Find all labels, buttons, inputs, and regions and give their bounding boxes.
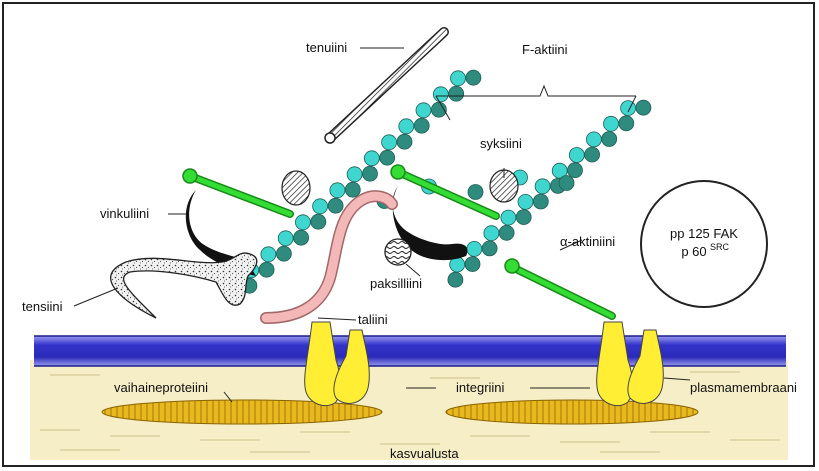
actin-bead xyxy=(464,256,481,273)
actin-bead xyxy=(327,197,344,214)
actin-bead xyxy=(558,175,575,191)
actin-bead xyxy=(517,193,534,210)
actin-bead xyxy=(413,117,430,134)
actin-bead xyxy=(398,118,415,135)
label-alpha-aktiniini: α-aktiniini xyxy=(560,234,615,249)
actin-bead xyxy=(432,86,449,103)
label-syksiini: syksiini xyxy=(480,136,522,151)
actin-bead xyxy=(346,166,363,183)
tenuin-protein xyxy=(324,27,449,144)
actin-bead xyxy=(362,165,378,182)
actin-bead xyxy=(329,182,346,199)
actin-bead xyxy=(275,245,292,262)
actin-bead xyxy=(498,224,515,241)
actin-bead xyxy=(532,193,549,210)
actin-bead xyxy=(430,101,447,118)
plasma-membrane xyxy=(34,336,786,366)
label-paksilliini: paksilliini xyxy=(370,276,422,291)
label-taliini: taliini xyxy=(358,312,388,327)
actin-bead xyxy=(465,69,482,86)
actin-bead xyxy=(450,70,466,87)
actin-bead xyxy=(258,261,275,278)
tensin-protein xyxy=(110,252,258,319)
actin-bead xyxy=(467,184,484,200)
actin-bead xyxy=(534,178,551,195)
actin-bead xyxy=(635,99,652,116)
leader-lines xyxy=(73,47,691,403)
label-f-aktiini: F-aktiini xyxy=(522,42,568,57)
actin-bead xyxy=(277,230,294,247)
actin-bead xyxy=(586,131,602,148)
fak-line2: p 60 xyxy=(681,244,706,259)
actin-bead xyxy=(415,102,432,119)
actin-bead xyxy=(448,85,465,102)
label-tenuiini: tenuiini xyxy=(306,40,347,55)
label-kasvualusta: kasvualusta xyxy=(390,446,459,461)
actin-bead xyxy=(568,147,585,163)
actin-bead xyxy=(310,213,327,230)
matrix-protein-left xyxy=(101,399,383,425)
actin-bead xyxy=(294,214,311,231)
actin-bead xyxy=(344,181,361,198)
paxillin-protein xyxy=(384,238,412,266)
actin-bead xyxy=(500,209,517,226)
actin-bead xyxy=(515,209,532,226)
label-vaihaineproteiini: vaihaineproteiini xyxy=(114,380,208,395)
actin-bead xyxy=(618,115,635,132)
actin-bead xyxy=(396,133,413,150)
label-tensiini: tensiini xyxy=(22,299,63,314)
actin-bead xyxy=(363,150,380,167)
label-plasmamembraani: plasmamembraani xyxy=(690,380,797,395)
actin-bead xyxy=(312,198,329,215)
actin-bead xyxy=(601,131,618,147)
actin-bead xyxy=(379,149,396,166)
label-integriini: integriini xyxy=(456,380,505,395)
actin-bead xyxy=(260,246,277,263)
fak-circle xyxy=(640,180,768,308)
actin-bead xyxy=(584,146,600,163)
alpha-actinin-rods xyxy=(182,164,616,320)
actin-bead xyxy=(483,225,500,242)
actin-bead xyxy=(603,115,619,132)
fak-line2-sup: SRC xyxy=(710,242,730,252)
integrin-right xyxy=(596,321,664,407)
actin-bead xyxy=(567,162,583,179)
fak-line1: pp 125 FAK xyxy=(670,226,738,241)
integrin-left xyxy=(304,321,370,407)
zyxin-left xyxy=(281,170,311,206)
actin-bead xyxy=(447,271,464,288)
actin-bead xyxy=(293,229,310,246)
label-vinkuliini: vinkuliini xyxy=(100,206,149,221)
actin-bead xyxy=(620,100,636,116)
matrix-protein-right xyxy=(445,399,699,425)
actin-bead xyxy=(466,240,483,257)
actin-bead xyxy=(481,240,498,257)
actin-bead xyxy=(381,134,398,151)
